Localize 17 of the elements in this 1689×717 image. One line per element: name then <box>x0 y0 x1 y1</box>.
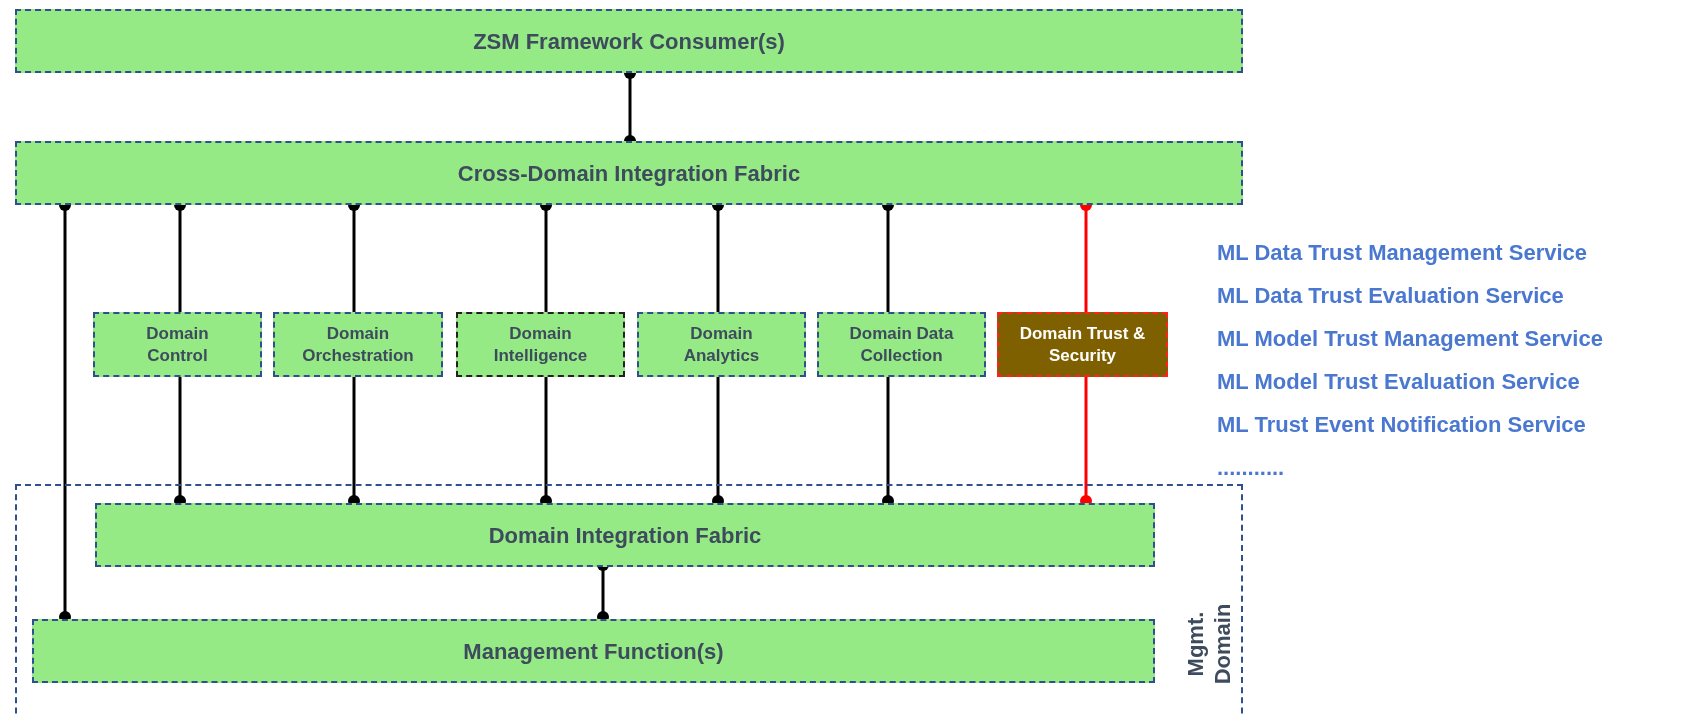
domain-label: Mgmt. Domain <box>1182 602 1236 687</box>
fabric-box: ZSM Framework Consumer(s) <box>15 9 1243 73</box>
service-label: ........... <box>1217 454 1286 482</box>
service-label: ML Model Trust Management Service <box>1217 325 1603 353</box>
fabric-box: Cross-Domain Integration Fabric <box>15 141 1243 205</box>
fabric-box: Management Function(s) <box>32 619 1155 683</box>
function-box: Domain Trust & Security <box>997 312 1168 377</box>
function-box: Domain Intelligence <box>456 312 625 377</box>
function-box: Domain Orchestration <box>273 312 443 377</box>
service-label: ML Trust Event Notification Service <box>1217 411 1587 439</box>
service-label: ML Model Trust Evaluation Service <box>1217 368 1581 396</box>
function-box: Domain Control <box>93 312 262 377</box>
function-box: Domain Data Collection <box>817 312 986 377</box>
function-box: Domain Analytics <box>637 312 806 377</box>
service-label: ML Data Trust Management Service <box>1217 239 1589 267</box>
service-label: ML Data Trust Evaluation Service <box>1217 282 1565 310</box>
fabric-box: Domain Integration Fabric <box>95 503 1155 567</box>
